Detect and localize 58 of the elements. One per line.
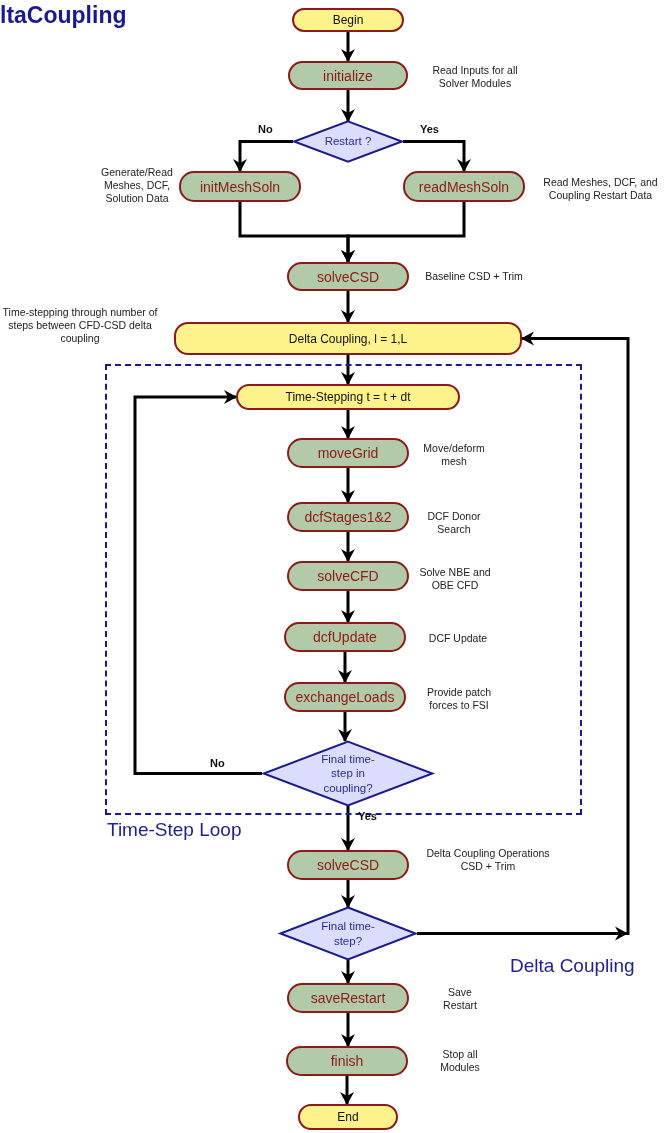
terminal-box [236, 384, 460, 410]
diagram-title: ltaCoupling [0, 2, 127, 29]
node-label: End [337, 1110, 359, 1124]
annotation: Baseline CSD + Trim [424, 270, 524, 284]
annotation: Time-stepping through number of steps between CFD-CSD delta coupling [1, 306, 159, 346]
process-box [287, 850, 409, 880]
process-box [284, 622, 406, 652]
annotation: Delta Coupling Operations CSD + Trim [425, 847, 551, 874]
process-box [284, 682, 406, 712]
node-label: finish [330, 1053, 364, 1069]
node-label: solveCFD [317, 568, 379, 584]
process-box [288, 61, 408, 90]
process-box [179, 171, 301, 202]
decision-diamond [279, 907, 417, 960]
node-label: solveCSD [316, 268, 380, 285]
process-box [287, 502, 409, 532]
process-box [286, 1046, 408, 1076]
annotation: Provide patch forces to FSI [425, 686, 493, 713]
loop-label: Delta Coupling [510, 955, 635, 977]
node-label: dcfStages1&2 [304, 509, 392, 525]
node-label: Time-Stepping t = t + dt [285, 390, 411, 404]
node-label: moveGrid [317, 445, 379, 461]
edge-label: No [210, 757, 225, 769]
node-label: initialize [323, 67, 373, 84]
node-label: Final time-step? [320, 919, 376, 948]
process-box [287, 983, 409, 1013]
node-label: Delta Coupling, l = 1,L [288, 331, 408, 346]
node-label: Final time-step in coupling? [320, 751, 376, 796]
process-box [403, 171, 525, 202]
annotation: Stop all Modules [439, 1048, 481, 1075]
annotation: Read Meshes, DCF, and Coupling Restart Data [542, 176, 659, 203]
edge-label: No [258, 123, 273, 135]
terminal-box [174, 322, 522, 355]
node-label: initMeshSoln [199, 178, 281, 195]
node-label: solveCSD [316, 857, 380, 873]
annotation: Move/deform mesh [422, 442, 486, 469]
annotation: Solve NBE and OBE CFD [418, 566, 492, 593]
annotation: Save Restart [442, 986, 478, 1013]
terminal-box [298, 1104, 398, 1130]
annotation: DCF Donor Search [426, 510, 482, 537]
node-label: readMeshSoln [418, 178, 510, 195]
decision-diamond [262, 741, 434, 806]
edge-label: Yes [358, 810, 377, 822]
node-label: saveRestart [310, 990, 386, 1006]
node-label: dcfUpdate [313, 629, 377, 645]
process-box [287, 262, 409, 291]
node-label: Restart ? [324, 134, 372, 149]
terminal-box [292, 8, 404, 32]
process-box [287, 561, 409, 591]
node-label: exchangeLoads [295, 689, 395, 705]
process-box [287, 438, 409, 468]
annotation: DCF Update [427, 632, 489, 646]
edge-label: Yes [420, 123, 439, 135]
annotation: Read Inputs for all Solver Modules [431, 64, 519, 91]
decision-diamond [293, 121, 403, 162]
node-label: Begin [332, 13, 364, 27]
region-title: Time-Step Loop [107, 819, 242, 841]
annotation: Generate/Read Meshes, DCF, Solution Data [100, 166, 174, 206]
